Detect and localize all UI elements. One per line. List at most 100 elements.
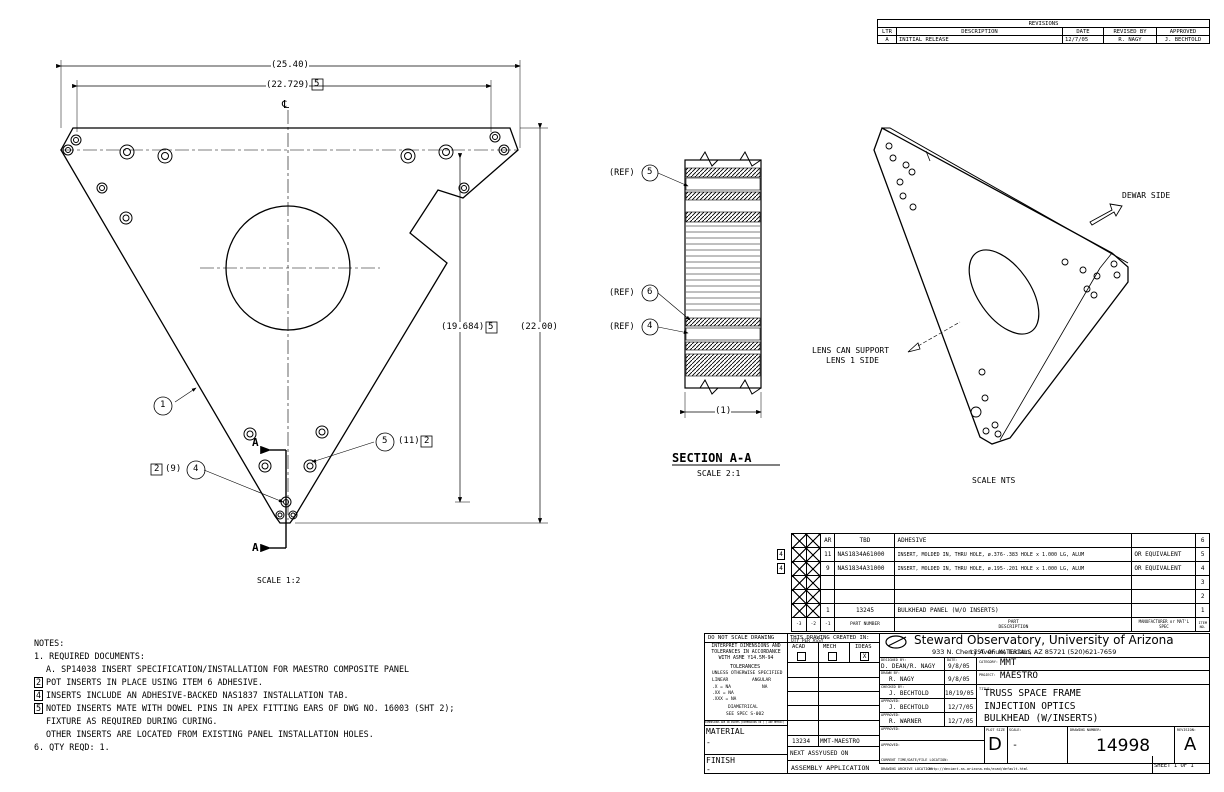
mat-header-qty-per-assy: QTY PER ASSY	[791, 639, 824, 644]
created-in-label: THIS DRAWING CREATED IN:	[790, 635, 870, 641]
designed-by: D. DEAN/R. NAGY	[881, 663, 936, 670]
finish-value: -	[706, 765, 711, 774]
acad-checkbox	[797, 652, 806, 661]
mat-item: 5	[1195, 547, 1210, 562]
materials-row: 2	[774, 589, 1210, 604]
ideas-checkbox: X	[860, 652, 869, 661]
approved4-label: APPROVED:	[881, 743, 900, 747]
note-2-text: POT INSERTS IN PLACE USING ITEM 6 ADHESI…	[46, 677, 263, 687]
mat-item: 1	[1195, 603, 1210, 618]
organization-address: 933 N. Cherry Avenue, Tucson, AZ 85721 (…	[932, 648, 1117, 656]
mat-mfr	[1131, 533, 1197, 548]
title-line-1: TRUSS SPACE FRAME	[984, 688, 1082, 699]
section-dim-width: (1)	[715, 406, 732, 416]
section-ref4-num: 4	[647, 321, 653, 331]
materials-row: 4 9 NAS1834A31000 INSERT, MOLDED IN, THR…	[774, 561, 1210, 576]
mat-desc: INSERT, MOLDED IN, THRU HOLE, ø.195-.201…	[894, 561, 1133, 576]
materials-table: AR TBD ADHESIVE 6 4 11 NAS1834A61000 INS…	[774, 533, 1210, 656]
lens-support-label-1: LENS CAN SUPPORT	[812, 346, 890, 355]
callout-item-4: 4	[193, 464, 199, 474]
title-block	[704, 633, 1210, 774]
note-4-cont: FIXTURE AS REQUIRED DURING CURING.	[46, 716, 218, 726]
section-marker-bottom: A	[252, 541, 259, 554]
scale-label: SCALE:	[1009, 728, 1022, 732]
note-4-text: NOTED INSERTS MATE WITH DOWEL PINS IN AP…	[46, 703, 455, 713]
mat-qty: 1	[819, 603, 836, 618]
lens-support-label-2: LENS 1 SIDE	[826, 356, 879, 365]
mat-part: 13245	[834, 603, 896, 618]
tolerances-title: TOLERANCES	[730, 664, 761, 670]
tol-ang-value: NA	[762, 685, 768, 690]
iso-view-scale: SCALE NTS	[972, 476, 1016, 485]
archive-location-label: DRAWING ARCHIVE LOCATION:	[881, 767, 934, 771]
note-5: OTHER INSERTS ARE LOCATED FROM EXISTING …	[46, 729, 374, 739]
mat-qty: 9	[819, 561, 836, 576]
front-view-scale: SCALE 1:2	[257, 576, 301, 585]
mat-desc: INSERT, MOLDED IN, THRU HOLE, ø.376-.383…	[894, 547, 1133, 562]
assembly-application: ASSEMBLY APPLICATION	[791, 764, 870, 772]
section-ref5-text: (REF)	[609, 168, 635, 178]
tol-xx: .XX = NA	[712, 691, 734, 696]
approved1-label: APPROVED:	[881, 699, 900, 703]
mat-item: 6	[1195, 533, 1210, 548]
callout-item-5: 5	[382, 436, 388, 446]
section-ref5-num: 5	[647, 167, 653, 177]
bulkhead-panel-outline	[60, 127, 519, 524]
designed-by-label: DESIGNED BY:	[881, 658, 907, 662]
mat-part: NAS1834A61000	[834, 547, 896, 562]
drawing-number-label: DRAWING NUMBER:	[1070, 728, 1102, 732]
next-assy-number: 13234	[792, 738, 811, 745]
callout-qty-9: (9)	[165, 464, 182, 474]
mat-header-item: ITEM NO.	[1195, 617, 1210, 632]
mat-header-part: PART NUMBER	[834, 617, 896, 632]
section-ref6-num: 6	[647, 287, 653, 297]
callout-qty-11: (11)	[398, 436, 420, 446]
section-marker-top: A	[252, 436, 259, 449]
mat-flag: 4	[777, 549, 785, 560]
current-location-label: CURRENT TIME/DATE/FILE LOCATION:	[881, 758, 949, 762]
title-line-3: BULKHEAD (W/INSERTS)	[984, 713, 1099, 724]
tol-x: .X = NA	[712, 685, 731, 690]
dimension-units-note: DIMENSIONS ARE IN INCHES [DIMENSIONS IN …	[705, 721, 785, 724]
mat-qty: AR	[819, 533, 836, 548]
material-label: MATERIAL	[706, 727, 745, 736]
do-not-scale: DO NOT SCALE DRAWING	[708, 635, 775, 641]
project-label: PROJECT:	[979, 673, 996, 677]
dim-vertical-inner-ref: 5	[488, 322, 494, 332]
drawn-by-label: DRAWN BY:	[881, 671, 900, 675]
category-label: CATEGORY:	[979, 660, 998, 664]
steward-logo-icon	[885, 635, 907, 649]
dewar-side-label: DEWAR SIDE	[1122, 191, 1171, 200]
checked-by: J. BECHTOLD	[889, 690, 929, 697]
mat-item: 3	[1195, 575, 1210, 590]
mat-header-qty-2: -2	[805, 617, 822, 632]
note-1: 1. REQUIRED DOCUMENTS:	[34, 651, 145, 661]
mat-header-desc: DESCRIPTION	[998, 624, 1029, 630]
mat-item: 4	[1195, 561, 1210, 576]
archive-url: http://deviant.as.arizona.edu/ecad/defau…	[929, 767, 1029, 771]
front-view	[56, 60, 548, 553]
note-3-flag: 4	[34, 690, 44, 701]
drawn-date: 9/8/05	[948, 676, 970, 683]
mat-mfr: OR EQUIVALENT	[1131, 561, 1197, 576]
list-of-materials-title: LIST OF MATERIALS	[970, 649, 1032, 656]
approved2-label: APPROVED:	[881, 713, 900, 717]
notes-block: NOTES: 1. REQUIRED DOCUMENTS: A. SP14038…	[34, 637, 454, 754]
mat-header-desc-top: PART	[1007, 619, 1019, 625]
scale-value: -	[1012, 740, 1019, 751]
mat-header-mfr: MANUFACTURER or MAT'L SPEC	[1131, 617, 1197, 632]
category: MMT	[1000, 658, 1017, 668]
dim-vertical-inner: (19.684)	[441, 322, 485, 332]
mat-flag: 4	[777, 563, 785, 574]
section-title: SECTION A-A	[672, 451, 752, 465]
mat-header-qty-1: -1	[819, 617, 836, 632]
checked-by-label: CHECKED BY:	[881, 685, 905, 689]
callout-qty-9-ref: 2	[154, 464, 160, 474]
drawing-number: 14998	[1096, 736, 1151, 756]
checked-date: 10/19/05	[945, 690, 974, 697]
designed-date-label: DATE:	[947, 658, 958, 662]
tol-angular: ANGULAR	[752, 678, 771, 683]
